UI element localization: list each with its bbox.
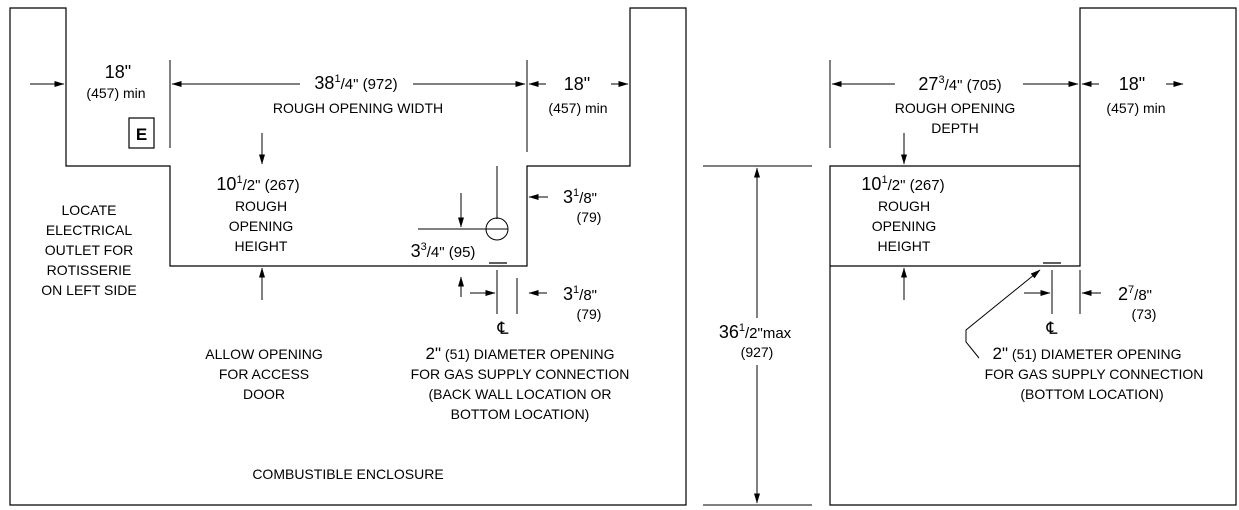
pipe-top-value: 31/8"	[563, 187, 597, 207]
rough-opening-width-value: 381/4" (972)	[314, 73, 397, 93]
height-caption-3: HEIGHT	[235, 238, 288, 254]
side-height-value: 101/2" (267)	[861, 174, 944, 194]
side-height-caption-3: HEIGHT	[878, 238, 931, 254]
side-clearance-metric: (457) min	[86, 85, 145, 101]
gas-note-leader	[965, 269, 1041, 359]
gas-note-line-4: BOTTOM LOCATION)	[451, 406, 590, 422]
side-pipe-offset-metric: (73)	[1132, 306, 1157, 322]
access-note-1: ALLOW OPENING	[205, 346, 322, 362]
pipe-bottom-metric: (79)	[577, 306, 602, 322]
depth-caption-2: DEPTH	[931, 120, 978, 136]
side-pipe-offset-value: 27/8"	[1118, 284, 1152, 304]
electrical-outlet-box	[128, 117, 155, 149]
right-clearance-metric: (457) min	[548, 100, 607, 116]
side-enclosure-outline	[829, 7, 1237, 506]
electrical-outlet-mark: E	[136, 125, 147, 144]
side-clearance-value: 18"	[105, 62, 131, 82]
side-gas-note-title: 2" (51) DIAMETER OPENING	[993, 344, 1182, 363]
centerline-symbol: ℄	[497, 319, 509, 338]
rough-opening-width-caption: ROUGH OPENING WIDTH	[273, 100, 443, 116]
rear-clearance-metric: (457) min	[1106, 100, 1165, 116]
side-height-caption-2: OPENING	[872, 218, 937, 234]
side-gas-note-line-3: (BOTTOM LOCATION)	[1020, 386, 1163, 402]
outlet-note-2: ELECTRICAL	[46, 222, 133, 238]
depth-caption-1: ROUGH OPENING	[895, 100, 1016, 116]
side-gas-note-line-2: FOR GAS SUPPLY CONNECTION	[985, 366, 1204, 382]
enclosure-outline	[9, 7, 687, 506]
height-caption-2: OPENING	[229, 218, 294, 234]
gas-note-line-2: FOR GAS SUPPLY CONNECTION	[411, 366, 630, 382]
access-note-2: FOR ACCESS	[219, 366, 309, 382]
pipe-top-metric: (79)	[577, 209, 602, 225]
access-note-3: DOOR	[243, 386, 285, 402]
combustible-enclosure-label: COMBUSTIBLE ENCLOSURE	[252, 466, 443, 482]
side-height-caption-1: ROUGH	[878, 198, 930, 214]
rough-opening-depth-value: 273/4" (705)	[918, 74, 1001, 94]
overall-height-dimension: 361/2"max (927)	[703, 165, 812, 506]
side-view: 273/4" (705) ROUGH OPENING DEPTH 18" (45…	[829, 7, 1237, 506]
outlet-note-3: OUTLET FOR	[45, 242, 133, 258]
overall-height-metric: (927)	[741, 344, 774, 360]
height-caption-1: ROUGH	[235, 198, 287, 214]
gas-note-title: 2" (51) DIAMETER OPENING	[426, 344, 615, 363]
pipe-bottom-value: 31/8"	[563, 284, 597, 304]
side-centerline-symbol: ℄	[1046, 319, 1058, 338]
rear-clearance-value: 18"	[1119, 74, 1145, 94]
gas-note-line-3: (BACK WALL LOCATION OR	[428, 386, 611, 402]
outlet-note-1: LOCATE	[62, 202, 117, 218]
right-clearance-value: 18"	[564, 74, 590, 94]
overall-height-value: 361/2"max	[719, 322, 792, 342]
outlet-note-4: ROTISSERIE	[47, 262, 132, 278]
front-view: 18" (457) min E 381/4" (972) ROUGH OPENI…	[9, 7, 687, 506]
outlet-note-5: ON LEFT SIDE	[41, 282, 136, 298]
pipe-height-value: 33/4" (95)	[411, 241, 476, 261]
rough-opening-height-value: 101/2" (267)	[216, 174, 299, 194]
